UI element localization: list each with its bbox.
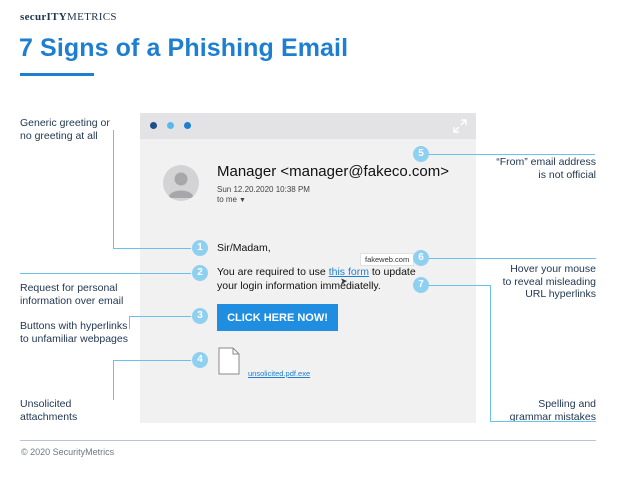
callout-personal-info-request: Request for personal information over em… xyxy=(20,282,123,307)
brand-logo-part2: METRICS xyxy=(67,11,117,23)
callout-line: Hover your mouse xyxy=(510,263,596,275)
footer-divider xyxy=(20,440,596,441)
email-date: Sun 12.20.2020 10:38 PM xyxy=(217,185,310,194)
connector-line xyxy=(20,273,191,274)
connector-line xyxy=(113,248,191,249)
connector-line xyxy=(490,421,596,422)
attachment-link[interactable]: unsolicited.pdf.exe xyxy=(248,369,311,378)
window-dot-icon xyxy=(184,122,191,129)
expand-icon[interactable] xyxy=(453,119,467,133)
sender-address: Manager <manager@fakeco.com> xyxy=(217,163,450,180)
callout-line: Generic greeting or xyxy=(20,117,110,129)
connector-line xyxy=(113,360,114,400)
marker-6: 6 xyxy=(413,250,429,266)
caret-down-icon: ▼ xyxy=(239,197,246,204)
callout-spelling-mistakes: Spelling and grammar mistakes xyxy=(510,398,596,423)
callout-unsolicited-attachments: Unsolicited attachments xyxy=(20,398,77,423)
connector-line xyxy=(429,258,596,259)
marker-3: 3 xyxy=(192,308,208,324)
suspicious-link[interactable]: this form xyxy=(328,266,369,278)
email-greeting: Sir/Madam, xyxy=(217,242,271,254)
brand-logo-part1: securITY xyxy=(20,11,68,23)
click-here-button[interactable]: CLICK HERE NOW! xyxy=(217,304,338,331)
person-icon xyxy=(168,172,194,198)
callout-line: URL hyperlinks xyxy=(525,288,596,300)
connector-line xyxy=(129,316,130,329)
callout-generic-greeting: Generic greeting or no greeting at all xyxy=(20,117,110,142)
callout-line: attachments xyxy=(20,410,78,423)
callout-line: grammar mistakes xyxy=(509,410,596,423)
callout-line: to unfamiliar webpages xyxy=(20,332,128,345)
callout-line: information over email xyxy=(20,294,124,307)
brand-logo: securITYMETRICS xyxy=(20,11,117,23)
marker-5: 5 xyxy=(413,146,429,162)
marker-2: 2 xyxy=(192,265,208,281)
marker-1: 1 xyxy=(192,240,208,256)
copyright-text: © 2020 SecurityMetrics xyxy=(21,447,115,457)
connector-line xyxy=(429,285,491,286)
link-tooltip: fakeweb.com xyxy=(360,253,415,266)
marker-7: 7 xyxy=(413,277,429,293)
marker-4: 4 xyxy=(192,352,208,368)
connector-line xyxy=(113,130,114,249)
window-dot-icon xyxy=(150,122,157,129)
email-body-line1: You are required to use this form to upd… xyxy=(217,266,416,278)
title-underline xyxy=(20,73,94,76)
window-dot-icon xyxy=(167,122,174,129)
mouse-cursor-icon: ➤ xyxy=(340,276,348,286)
callout-line: to reveal misleading xyxy=(502,275,596,288)
callout-line: no greeting at all xyxy=(20,129,98,142)
connector-line xyxy=(490,285,491,422)
file-attachment-icon[interactable] xyxy=(218,347,240,375)
recipient-dropdown[interactable]: to me▼ xyxy=(217,195,246,204)
callout-line: Spelling and xyxy=(538,398,596,410)
callout-line: Unsolicited xyxy=(20,398,72,410)
callout-line: Buttons with hyperlinks xyxy=(20,320,128,332)
recipient-label: to me xyxy=(217,195,238,204)
body-text: to update xyxy=(368,266,416,278)
callout-from-address: “From” email address is not official xyxy=(496,156,596,181)
connector-line xyxy=(113,360,191,361)
callout-line: is not official xyxy=(538,168,596,181)
callout-line: Request for personal xyxy=(20,282,118,294)
connector-line xyxy=(130,316,191,317)
page-title: 7 Signs of a Phishing Email xyxy=(19,34,349,62)
email-body-line2: your login information immediatelly. xyxy=(217,280,381,292)
callout-hover-links: Hover your mouse to reveal misleading UR… xyxy=(503,263,596,301)
avatar xyxy=(163,165,199,201)
callout-line: “From” email address xyxy=(496,156,596,168)
body-text: You are required to use xyxy=(217,266,329,278)
connector-line xyxy=(429,154,595,155)
window-title-bar xyxy=(140,113,476,139)
callout-hyperlink-buttons: Buttons with hyperlinks to unfamiliar we… xyxy=(20,320,128,345)
